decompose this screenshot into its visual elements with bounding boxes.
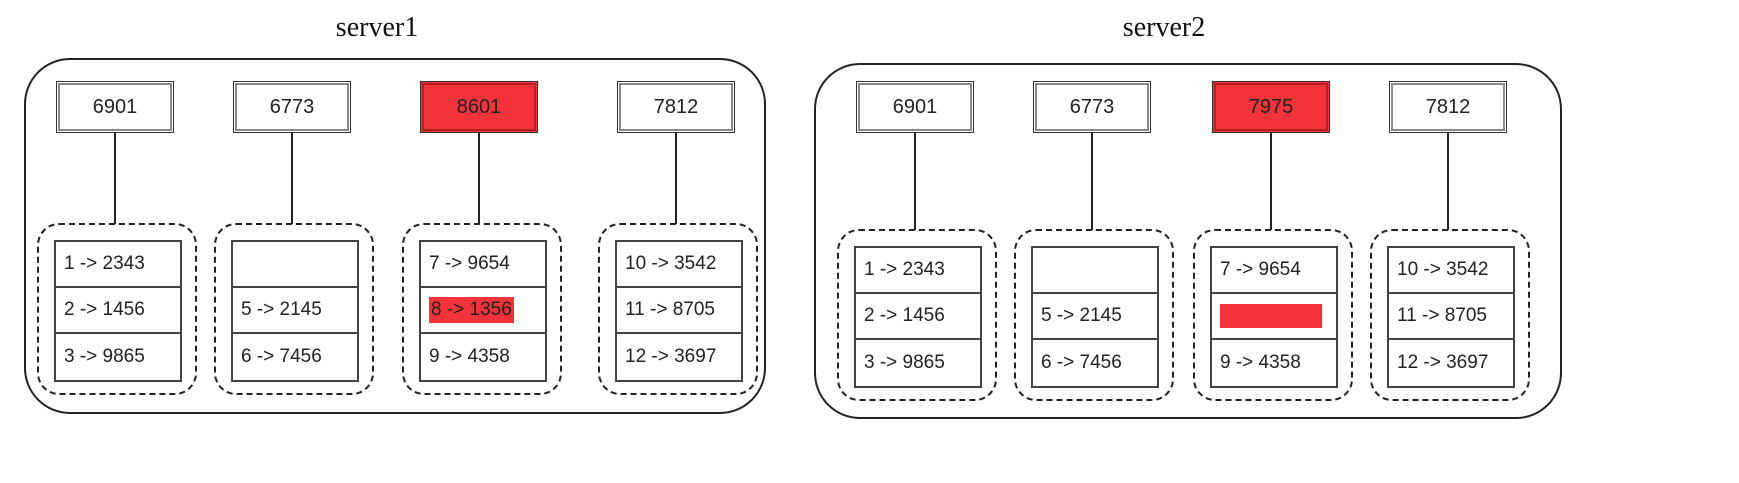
row-text: 10 -> 3542 [625,253,717,274]
row-text: 2 -> 1456 [864,305,945,326]
node-box: 6901 [856,81,974,133]
server-title: server1 [335,12,419,43]
node-box: 7812 [1389,81,1507,133]
connector-line [1447,133,1449,230]
row-text: 1 -> 2343 [64,253,145,274]
row-text: 5 -> 2145 [241,299,322,320]
shard-table: 5 -> 2145 6 -> 7456 [1031,246,1159,388]
node-box: 7812 [617,81,735,133]
row-text: 6 -> 7456 [1041,352,1122,373]
row-text: 11 -> 8705 [625,299,715,320]
table-row: 3 -> 9865 [856,340,980,386]
node-box: 6773 [1033,81,1151,133]
table-row: 2 -> 1456 [56,288,180,334]
shard-table: 10 -> 3542 11 -> 8705 12 -> 3697 [1387,246,1515,388]
removed-entry-bar [1220,304,1322,328]
row-text: 10 -> 3542 [1397,259,1489,280]
table-row: 7 -> 9654 [1212,248,1336,294]
shard-table: 10 -> 3542 11 -> 8705 12 -> 3697 [615,240,743,382]
row-text: 1 -> 2343 [864,259,945,280]
table-row: 1 -> 2343 [56,242,180,288]
connector-line [1270,133,1272,230]
table-row: 8 -> 1356 [421,288,545,334]
shard-table: 1 -> 2343 2 -> 1456 3 -> 9865 [854,246,982,388]
table-row: 10 -> 3542 [617,242,741,288]
connector-line [914,133,916,230]
shard-group: 7 -> 9654 8 -> 1356 9 -> 4358 [402,223,562,395]
shard-table: 7 -> 9654 9 -> 4358 [1210,246,1338,388]
row-text: 12 -> 3697 [625,346,717,367]
table-row: 2 -> 1456 [856,294,980,340]
row-text: 2 -> 1456 [64,299,145,320]
table-row: 6 -> 7456 [233,334,357,380]
row-text: 3 -> 9865 [64,346,145,367]
row-text: 11 -> 8705 [1397,305,1487,326]
row-text: 7 -> 9654 [429,253,510,274]
connector-line [478,133,480,224]
shard-group: 5 -> 2145 6 -> 7456 [1014,229,1174,401]
table-row [233,242,357,288]
node-box: 8601 [420,81,538,133]
shard-group: 5 -> 2145 6 -> 7456 [214,223,374,395]
connector-line [1091,133,1093,230]
shard-table: 7 -> 9654 8 -> 1356 9 -> 4358 [419,240,547,382]
table-row: 11 -> 8705 [617,288,741,334]
table-row: 5 -> 2145 [233,288,357,334]
table-row: 6 -> 7456 [1033,340,1157,386]
row-text: 3 -> 9865 [864,352,945,373]
row-text: 6 -> 7456 [241,346,322,367]
row-text: 7 -> 9654 [1220,259,1301,280]
connector-line [114,133,116,224]
row-text: 9 -> 4358 [1220,352,1301,373]
connector-line [675,133,677,224]
table-row: 10 -> 3542 [1389,248,1513,294]
node-box: 7975 [1212,81,1330,133]
table-row [1212,294,1336,340]
row-text: 5 -> 2145 [1041,305,1122,326]
row-text: 8 -> 1356 [429,297,514,323]
row-text: 9 -> 4358 [429,346,510,367]
shard-group: 10 -> 3542 11 -> 8705 12 -> 3697 [598,223,758,395]
shard-group: 1 -> 2343 2 -> 1456 3 -> 9865 [837,229,997,401]
table-row [1033,248,1157,294]
table-row: 12 -> 3697 [1389,340,1513,386]
shard-table: 5 -> 2145 6 -> 7456 [231,240,359,382]
node-box: 6901 [56,81,174,133]
table-row: 9 -> 4358 [1212,340,1336,386]
node-box: 6773 [233,81,351,133]
table-row: 3 -> 9865 [56,334,180,380]
connector-line [291,133,293,224]
table-row: 11 -> 8705 [1389,294,1513,340]
shard-group: 7 -> 9654 9 -> 4358 [1193,229,1353,401]
table-row: 7 -> 9654 [421,242,545,288]
server-title: server2 [1122,12,1206,43]
table-row: 1 -> 2343 [856,248,980,294]
table-row: 12 -> 3697 [617,334,741,380]
shard-group: 1 -> 2343 2 -> 1456 3 -> 9865 [37,223,197,395]
shard-table: 1 -> 2343 2 -> 1456 3 -> 9865 [54,240,182,382]
table-row: 9 -> 4358 [421,334,545,380]
row-text: 12 -> 3697 [1397,352,1489,373]
table-row: 5 -> 2145 [1033,294,1157,340]
shard-group: 10 -> 3542 11 -> 8705 12 -> 3697 [1370,229,1530,401]
